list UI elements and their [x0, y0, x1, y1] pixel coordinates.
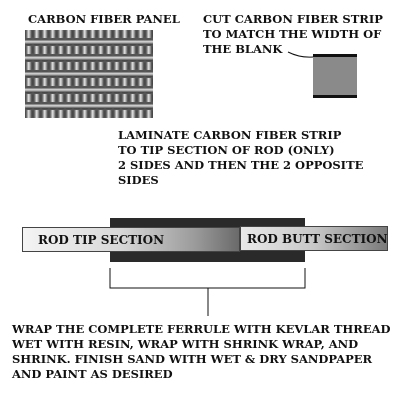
- panel-label: CARBON FIBER PANEL: [28, 12, 180, 26]
- wrap-instructions: WRAP THE COMPLETE FERRULE WITH KEVLAR TH…: [12, 322, 391, 381]
- carbon-fiber-strip-icon: [313, 54, 357, 98]
- strip-leader-line: [287, 51, 314, 58]
- rod-tip-section: ROD TIP SECTION: [22, 227, 240, 252]
- laminate-label: LAMINATE CARBON FIBER STRIP TO TIP SECTI…: [118, 128, 364, 187]
- rod-butt-label: ROD BUTT SECTION: [247, 232, 388, 246]
- rod-tip-label: ROD TIP SECTION: [38, 233, 165, 247]
- cut-strip-label: CUT CARBON FIBER STRIP TO MATCH THE WIDT…: [203, 12, 383, 56]
- rod-butt-section: ROD BUTT SECTION: [240, 226, 388, 251]
